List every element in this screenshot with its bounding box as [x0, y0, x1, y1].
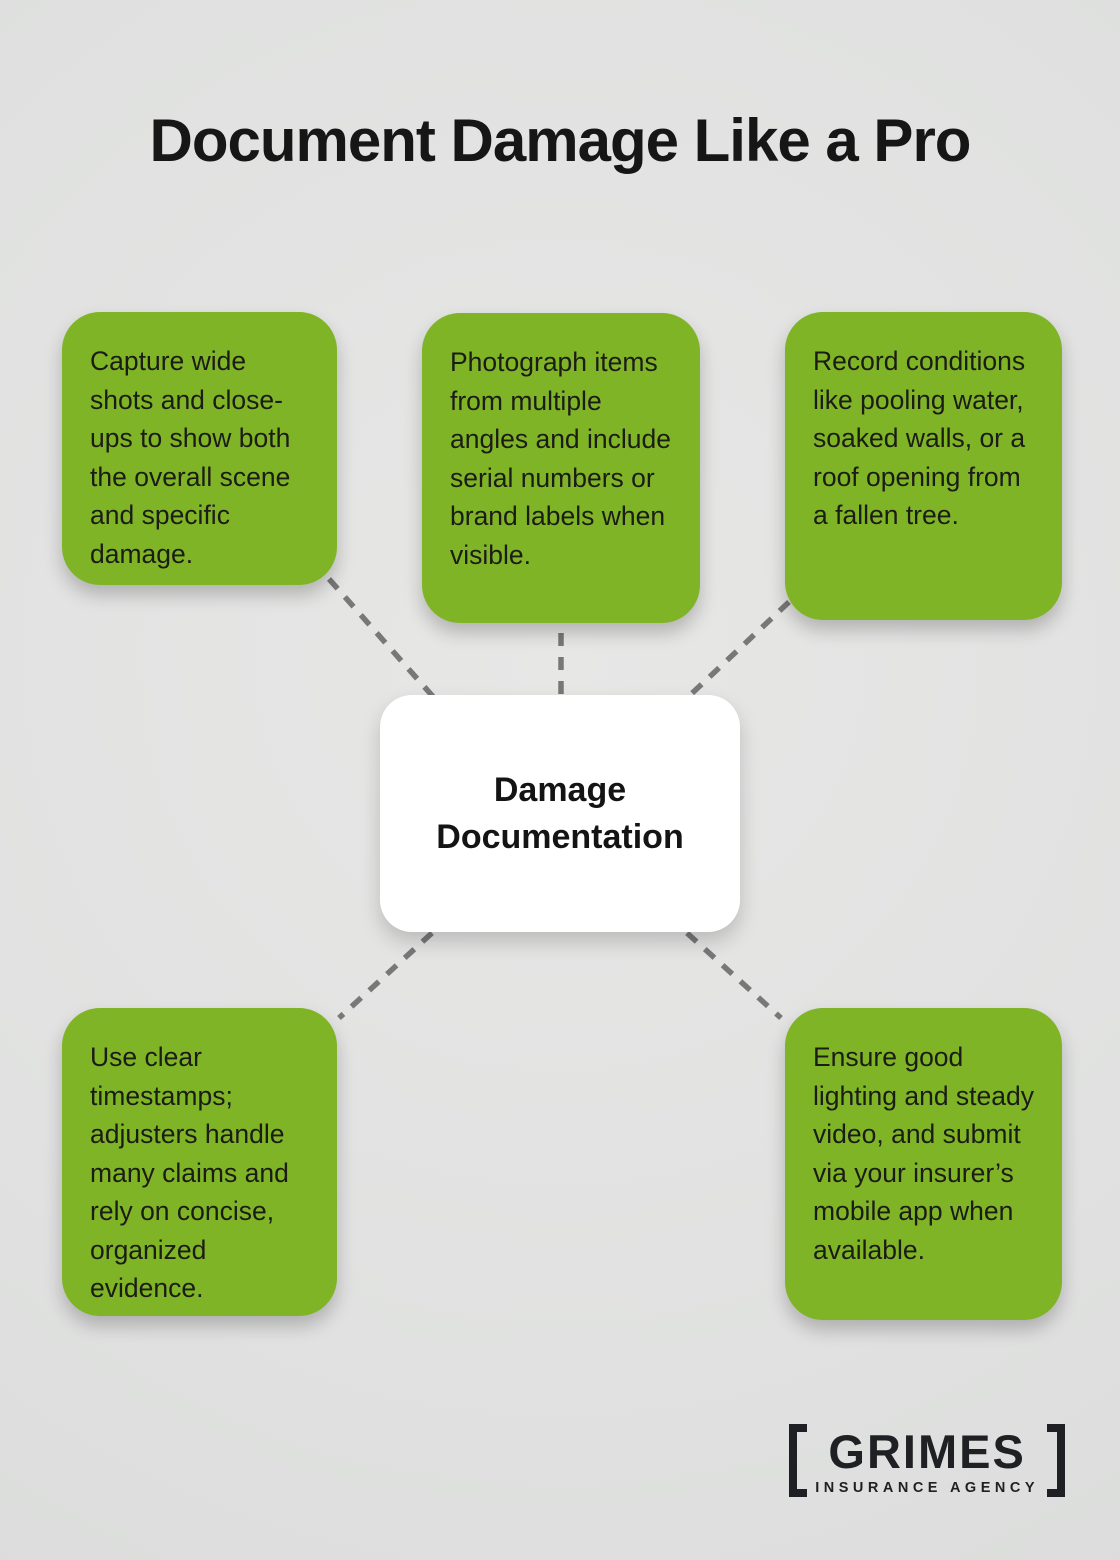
node-top-right: Record conditions like pooling water, so… — [785, 312, 1062, 620]
logo-left-bracket-icon — [789, 1424, 808, 1497]
center-node-label: Damage Documentation — [436, 770, 684, 856]
connector-top-right — [684, 599, 791, 702]
node-bottom-right-text: Ensure good lighting and steady video, a… — [813, 1042, 1034, 1265]
connector-top-left — [326, 577, 439, 702]
connector-bottom-right — [685, 930, 783, 1021]
node-top-left-text: Capture wide shots and close-ups to show… — [90, 346, 291, 569]
node-top-middle: Photograph items from multiple angles an… — [422, 313, 700, 623]
connector-bottom-left — [337, 930, 434, 1021]
logo-right-bracket-icon — [1047, 1424, 1065, 1497]
page-title: Document Damage Like a Pro — [149, 107, 972, 174]
logo-name: GRIMES — [828, 1425, 1026, 1478]
logo-tagline: INSURANCE AGENCY — [815, 1480, 1039, 1496]
node-top-left: Capture wide shots and close-ups to show… — [62, 312, 337, 585]
node-bottom-left: Use clear timestamps; adjusters handle m… — [62, 1008, 337, 1316]
node-top-right-text: Record conditions like pooling water, so… — [813, 346, 1026, 530]
node-top-middle-text: Photograph items from multiple angles an… — [450, 347, 672, 570]
node-bottom-left-text: Use clear timestamps; adjusters handle m… — [90, 1042, 289, 1303]
center-node: Damage Documentation — [380, 695, 740, 932]
grimes-logo: GRIMES INSURANCE AGENCY — [789, 1424, 1065, 1497]
node-bottom-right: Ensure good lighting and steady video, a… — [785, 1008, 1062, 1320]
